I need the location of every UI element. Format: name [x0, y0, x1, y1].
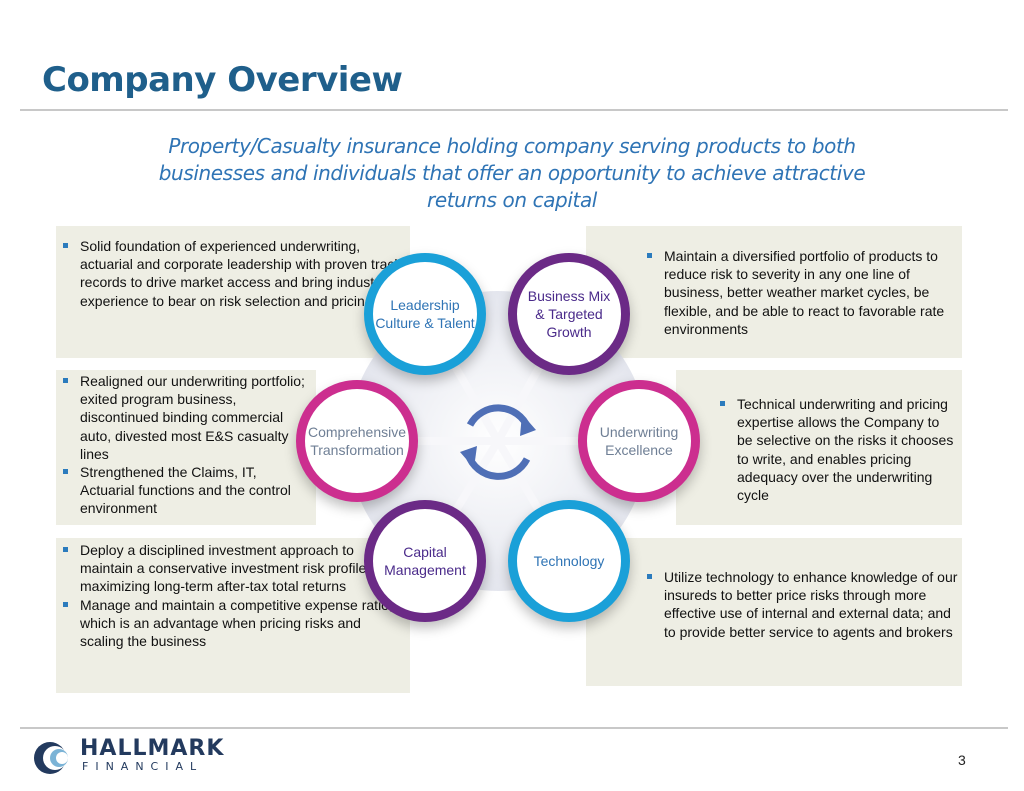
node-label: Management — [384, 562, 466, 578]
wheel-node-business-mix: Business Mix & Targeted Growth — [508, 253, 630, 375]
bullet-item: Technical underwriting and pricing exper… — [713, 395, 956, 504]
node-label: Leadership — [390, 297, 460, 313]
wheel-node-capital-management: Capital Management — [364, 500, 486, 622]
bullet-item: Utilize technology to enhance knowledge … — [640, 568, 958, 641]
bullet-item: Manage and maintain a competitive expens… — [56, 596, 406, 651]
node-label: Culture & Talent — [375, 315, 475, 331]
node-label: Underwriting — [599, 424, 679, 440]
node-label: Transformation — [310, 442, 404, 458]
panel-business-mix-text: Maintain a diversified portfolio of prod… — [586, 226, 962, 358]
logo-mark-icon — [34, 742, 68, 774]
logo-wordmark: HALLMARK — [80, 736, 225, 761]
logo-tagline: FINANCIAL — [82, 760, 204, 773]
wheel-node-technology: Technology — [508, 500, 630, 622]
node-label: Excellence — [605, 442, 673, 458]
slide-subtitle: Property/Casualty insurance holding comp… — [158, 134, 866, 212]
node-label: Technology — [533, 553, 605, 569]
bullet-item: Strengthened the Claims, IT, Actuarial f… — [56, 463, 312, 518]
title-divider — [20, 109, 1008, 111]
panel-leadership-text: Solid foundation of experienced underwri… — [56, 226, 410, 358]
panel-transformation-text: Realigned our underwriting portfolio; ex… — [56, 370, 316, 525]
node-label: Growth — [546, 324, 592, 340]
node-label: & Targeted — [535, 306, 603, 322]
cycle-arrows-icon — [460, 404, 536, 480]
company-logo: HALLMARK FINANCIAL — [32, 736, 225, 780]
wheel-node-leadership: Leadership Culture & Talent — [364, 253, 486, 375]
node-label: Comprehensive — [307, 424, 407, 440]
bullet-item: Deploy a disciplined investment approach… — [56, 541, 406, 596]
footer-divider — [20, 727, 1008, 729]
panel-underwriting-text: Technical underwriting and pricing exper… — [676, 370, 962, 525]
wheel-node-underwriting-excellence: Underwriting Excellence — [578, 380, 700, 502]
panel-technology-text: Utilize technology to enhance knowledge … — [586, 538, 962, 686]
bullet-item: Realigned our underwriting portfolio; ex… — [56, 372, 312, 463]
panel-capital-text: Deploy a disciplined investment approach… — [56, 538, 410, 693]
page-number: 3 — [958, 752, 966, 768]
bullet-item: Solid foundation of experienced underwri… — [56, 237, 402, 310]
bullet-item: Maintain a diversified portfolio of prod… — [640, 247, 956, 338]
wheel-node-comprehensive-transformation: Comprehensive Transformation — [296, 380, 418, 502]
node-label: Capital — [403, 544, 447, 560]
node-label: Business Mix — [527, 288, 611, 304]
slide-title: Company Overview — [42, 60, 403, 100]
